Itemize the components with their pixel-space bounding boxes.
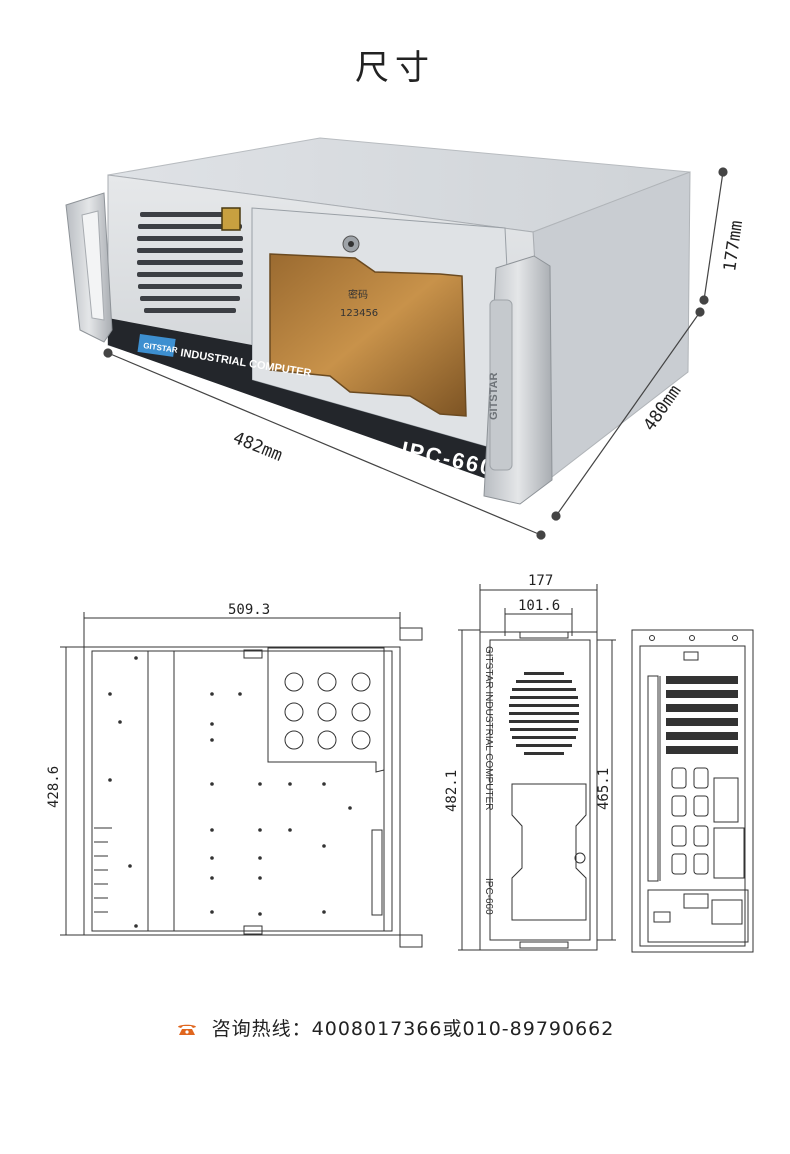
front-model-vertical: IPC-660 (483, 878, 494, 915)
window-text-2: 123456 (340, 308, 378, 319)
technical-drawings: 509.3 428.6 (46, 573, 754, 953)
top-width-label: 509.3 (228, 602, 270, 618)
front-view-vent (509, 672, 579, 755)
certification-badge (221, 207, 241, 231)
window-text-1: 密码 (348, 288, 368, 301)
contact-text: 咨询热线：4008017366或010-89790662 (211, 1018, 615, 1040)
front-brand-vertical: GITSTAR INDUSTRIAL COMPUTER (483, 646, 494, 810)
door-window (269, 253, 467, 417)
top-view-holes (108, 656, 352, 928)
page-title: 尺寸 (355, 48, 435, 88)
front-outer-width-label: 177 (528, 573, 553, 589)
rear-view-slots (666, 676, 738, 754)
photo-dimension-lines (103, 167, 728, 540)
side-brand: GITSTAR (488, 372, 500, 420)
front-inner-height-label: 465.1 (596, 768, 612, 810)
front-view-drawing (458, 584, 616, 951)
dim-height-label: 177mm (720, 219, 747, 272)
top-view-drawing (60, 612, 423, 948)
left-handle (65, 192, 113, 343)
front-total-height-label: 482.1 (444, 770, 460, 812)
contact-line: 咨询热线：4008017366或010-89790662 (0, 1014, 790, 1041)
chassis-photo: 密码 123456 GITSTAR INDUSTRIAL COMPUTER IP… (65, 137, 747, 540)
vent-grille (137, 212, 243, 313)
front-inner-width-label: 101.6 (518, 598, 560, 614)
rear-view-drawing (631, 629, 754, 953)
front-strip (108, 318, 518, 490)
brand-logo (137, 333, 176, 357)
dim-width-label: 482mm (230, 428, 285, 466)
top-height-label: 428.6 (46, 766, 62, 808)
right-handle: GITSTAR (483, 255, 553, 505)
phone-icon (177, 1024, 196, 1035)
